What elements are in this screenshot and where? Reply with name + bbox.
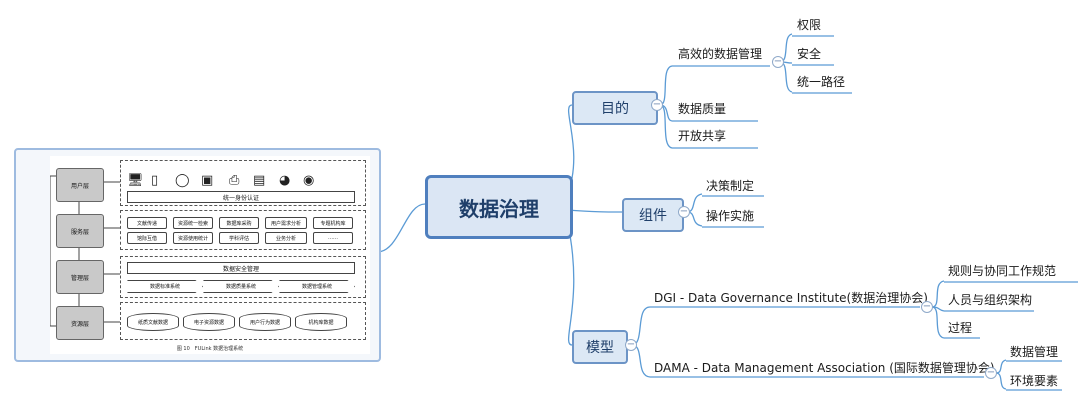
collapse-icon[interactable]: − — [921, 301, 933, 313]
figure-caption: 图 10 FULink 数据治理系统 — [176, 346, 244, 352]
node-open-sharing[interactable]: 开放共享 — [678, 129, 727, 143]
service-item: 文献传递 — [127, 217, 167, 229]
layer-service: 服务层 — [56, 214, 104, 248]
wechat-icon: ◕ — [279, 173, 291, 188]
service-item: 专题机构库 — [313, 217, 353, 229]
connector-dama-1 — [995, 359, 1007, 374]
node-people-org[interactable]: 人员与组织架构 — [948, 293, 1033, 307]
layer-management: 管理层 — [56, 260, 104, 294]
node-operation[interactable]: 操作实施 — [706, 209, 755, 223]
node-efficient-management[interactable]: 高效的数据管理 — [678, 47, 763, 61]
collapse-icon[interactable]: − — [678, 206, 690, 218]
system-item: 数据质量系统 — [203, 280, 279, 293]
tablet-icon: ▯ — [151, 173, 159, 188]
monitor-icon: 🖥 — [127, 173, 144, 188]
node-data-quality[interactable]: 数据质量 — [678, 102, 727, 116]
system-item: 数据管理系统 — [279, 280, 355, 293]
user-layer-panel: 🖥 ▯ ◯ ▣ ⎙ ▤ ◕ ◉ 统一身份认证 — [120, 160, 366, 206]
node-data-management[interactable]: 数据管理 — [1010, 345, 1059, 359]
service-item: 学科评估 — [219, 232, 259, 244]
app-icon: ▣ — [201, 173, 214, 188]
node-rules[interactable]: 规则与协同工作规范 — [948, 264, 1057, 278]
weibo-icon: ◉ — [303, 173, 315, 188]
printer-icon: ⎙ — [229, 173, 240, 188]
layer-resource: 资源层 — [56, 306, 104, 340]
collapse-icon[interactable]: − — [625, 339, 637, 351]
data-source: 机构库数据 — [295, 313, 347, 331]
central-topic[interactable]: 数据治理 — [425, 175, 573, 239]
service-item: 馆际互借 — [127, 232, 167, 244]
node-environment[interactable]: 环境要素 — [1010, 374, 1059, 388]
data-source: 纸质文献数据 — [127, 313, 179, 331]
connector-goal-3 — [659, 104, 673, 149]
data-source: 用户行为数据 — [239, 313, 291, 331]
collapse-icon[interactable]: − — [772, 56, 784, 68]
circle-icon: ◯ — [175, 173, 190, 188]
node-unified-path[interactable]: 统一路径 — [797, 75, 846, 89]
connector-dama-2 — [995, 372, 1007, 390]
auth-bar: 统一身份认证 — [127, 191, 355, 203]
service-item: 数据库采购 — [219, 217, 259, 229]
service-item: …… — [313, 232, 353, 244]
connector-model — [566, 219, 575, 346]
node-decision-making[interactable]: 决策制定 — [706, 179, 755, 193]
architecture-figure: 用户层 服务层 管理层 资源层 🖥 ▯ ◯ ▣ ⎙ ▤ ◕ ◉ 统一身份认证 文… — [14, 148, 381, 362]
figure-canvas: 用户层 服务层 管理层 资源层 🖥 ▯ ◯ ▣ ⎙ ▤ ◕ ◉ 统一身份认证 文… — [50, 156, 370, 354]
service-item: 资源使用统计 — [173, 232, 213, 244]
node-permissions[interactable]: 权限 — [797, 18, 822, 32]
security-bar: 数据安全管理 — [127, 262, 355, 274]
service-item: 业务分析 — [265, 232, 307, 244]
node-dama[interactable]: DAMA - Data Management Association (国际数据… — [654, 361, 995, 375]
connector-dgi-1 — [931, 280, 945, 308]
connector-figure — [376, 203, 426, 253]
fax-icon: ▤ — [253, 173, 266, 188]
connector-component — [566, 209, 623, 213]
node-security[interactable]: 安全 — [797, 47, 822, 61]
service-item: 资源统一检索 — [173, 217, 213, 229]
branch-goal[interactable]: 目的 — [572, 91, 658, 125]
system-item: 数据标准系统 — [127, 280, 203, 293]
branch-model[interactable]: 模型 — [572, 330, 628, 364]
service-item: 用户需求分析 — [265, 217, 307, 229]
collapse-icon[interactable]: − — [651, 99, 663, 111]
management-layer-panel: 数据安全管理 数据标准系统 数据质量系统 数据管理系统 — [120, 256, 366, 298]
service-layer-panel: 文献传递 资源统一检索 数据库采购 用户需求分析 专题机构库 馆际互借 资源使用… — [120, 210, 366, 250]
node-dgi[interactable]: DGI - Data Governance Institute(数据治理协会) — [654, 291, 928, 305]
branch-component[interactable]: 组件 — [622, 198, 684, 232]
resource-layer-panel: 纸质文献数据 电子资源数据 用户行为数据 机构库数据 — [120, 302, 366, 340]
connector-dgi-3 — [931, 306, 945, 339]
collapse-icon[interactable]: − — [985, 367, 997, 379]
node-process[interactable]: 过程 — [948, 321, 973, 335]
connector-goal-1 — [659, 65, 673, 106]
data-source: 电子资源数据 — [183, 313, 235, 331]
layer-user: 用户层 — [56, 168, 104, 202]
